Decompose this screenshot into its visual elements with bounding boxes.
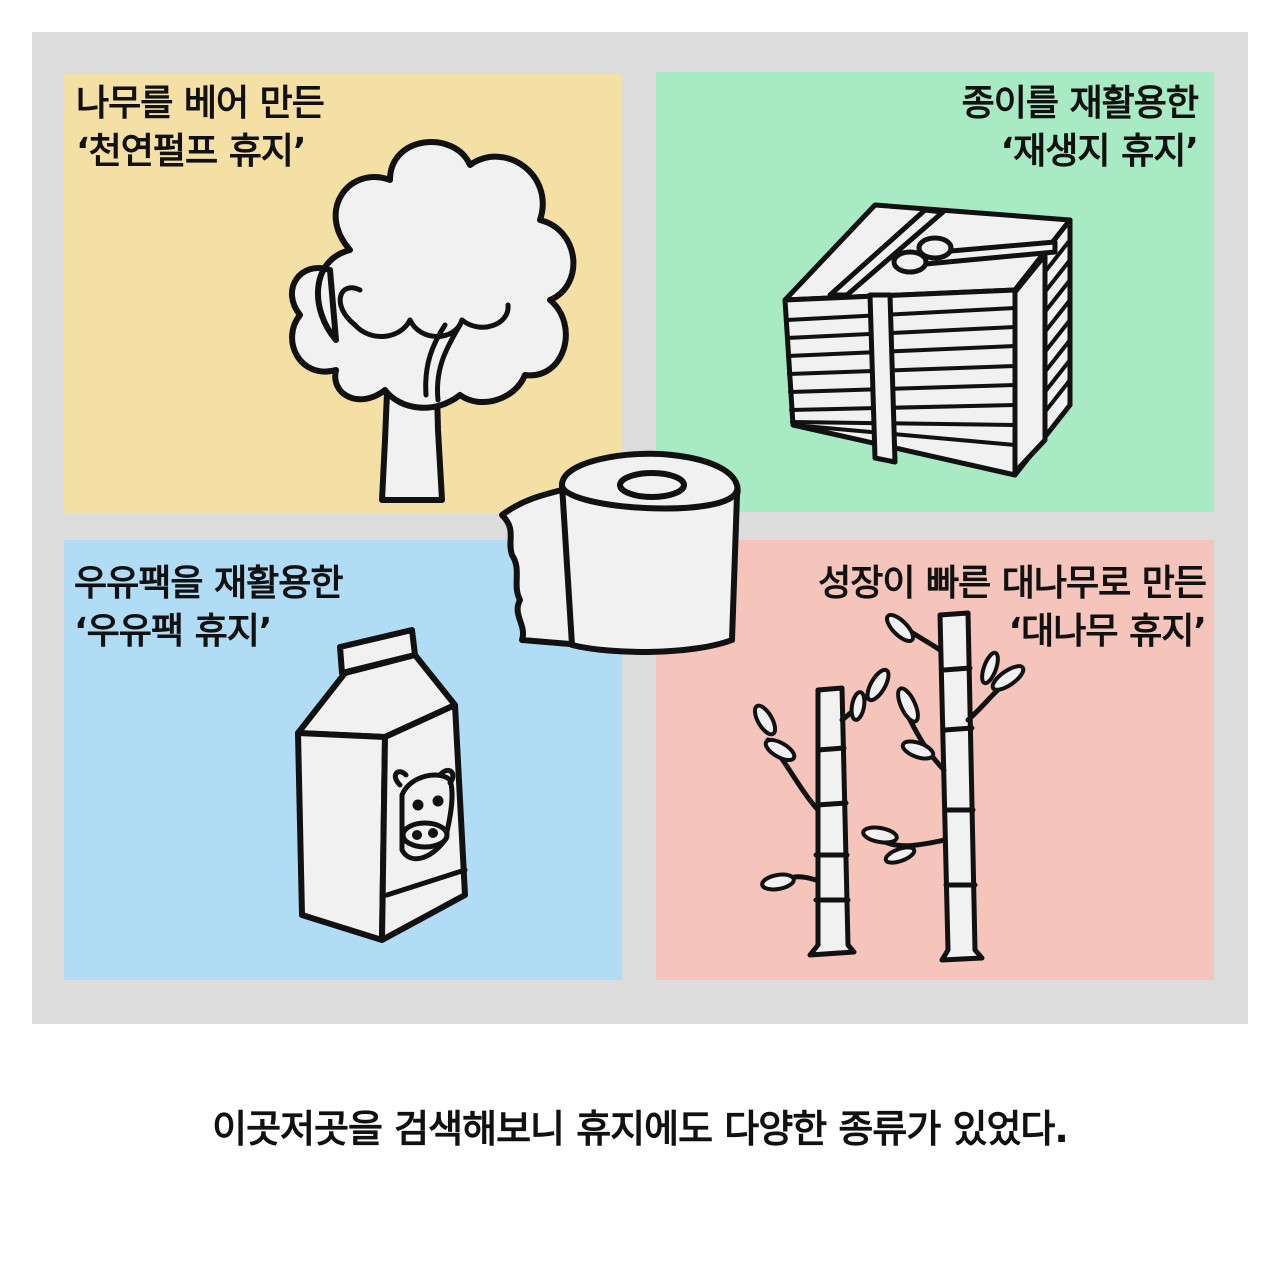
label-natural-pulp-line1: 나무를 베어 만든 [76,83,325,124]
label-natural-pulp: 나무를 베어 만든 ‘천연펄프 휴지’ [76,80,325,176]
tree-icon [288,139,577,503]
label-milk-carton: 우유팩을 재활용한 ‘우유팩 휴지’ [74,560,343,656]
label-milk-carton-line1: 우유팩을 재활용한 [74,563,343,604]
label-bamboo-line2: ‘대나무 휴지’ [1008,611,1207,652]
milk-carton-icon [295,627,468,943]
bamboo-icon [752,610,1026,963]
paper-stack-icon [782,202,1073,478]
label-recycled-paper-line1: 종이를 재활용한 [961,83,1199,124]
toilet-paper-roll-icon [499,450,741,655]
label-milk-carton-line2: ‘우유팩 휴지’ [74,611,272,652]
label-recycled-paper-line2: ‘재생지 휴지’ [1000,131,1200,172]
label-recycled-paper: 종이를 재활용한 ‘재생지 휴지’ [961,80,1200,176]
label-natural-pulp-line2: ‘천연펄프 휴지’ [76,131,307,172]
caption: 이곳저곳을 검색해보니 휴지에도 다양한 종류가 있었다. [212,1107,1069,1151]
label-bamboo-line1: 성장이 빠른 대나무로 만든 [818,563,1207,604]
label-bamboo: 성장이 빠른 대나무로 만든 ‘대나무 휴지’ [818,560,1207,656]
